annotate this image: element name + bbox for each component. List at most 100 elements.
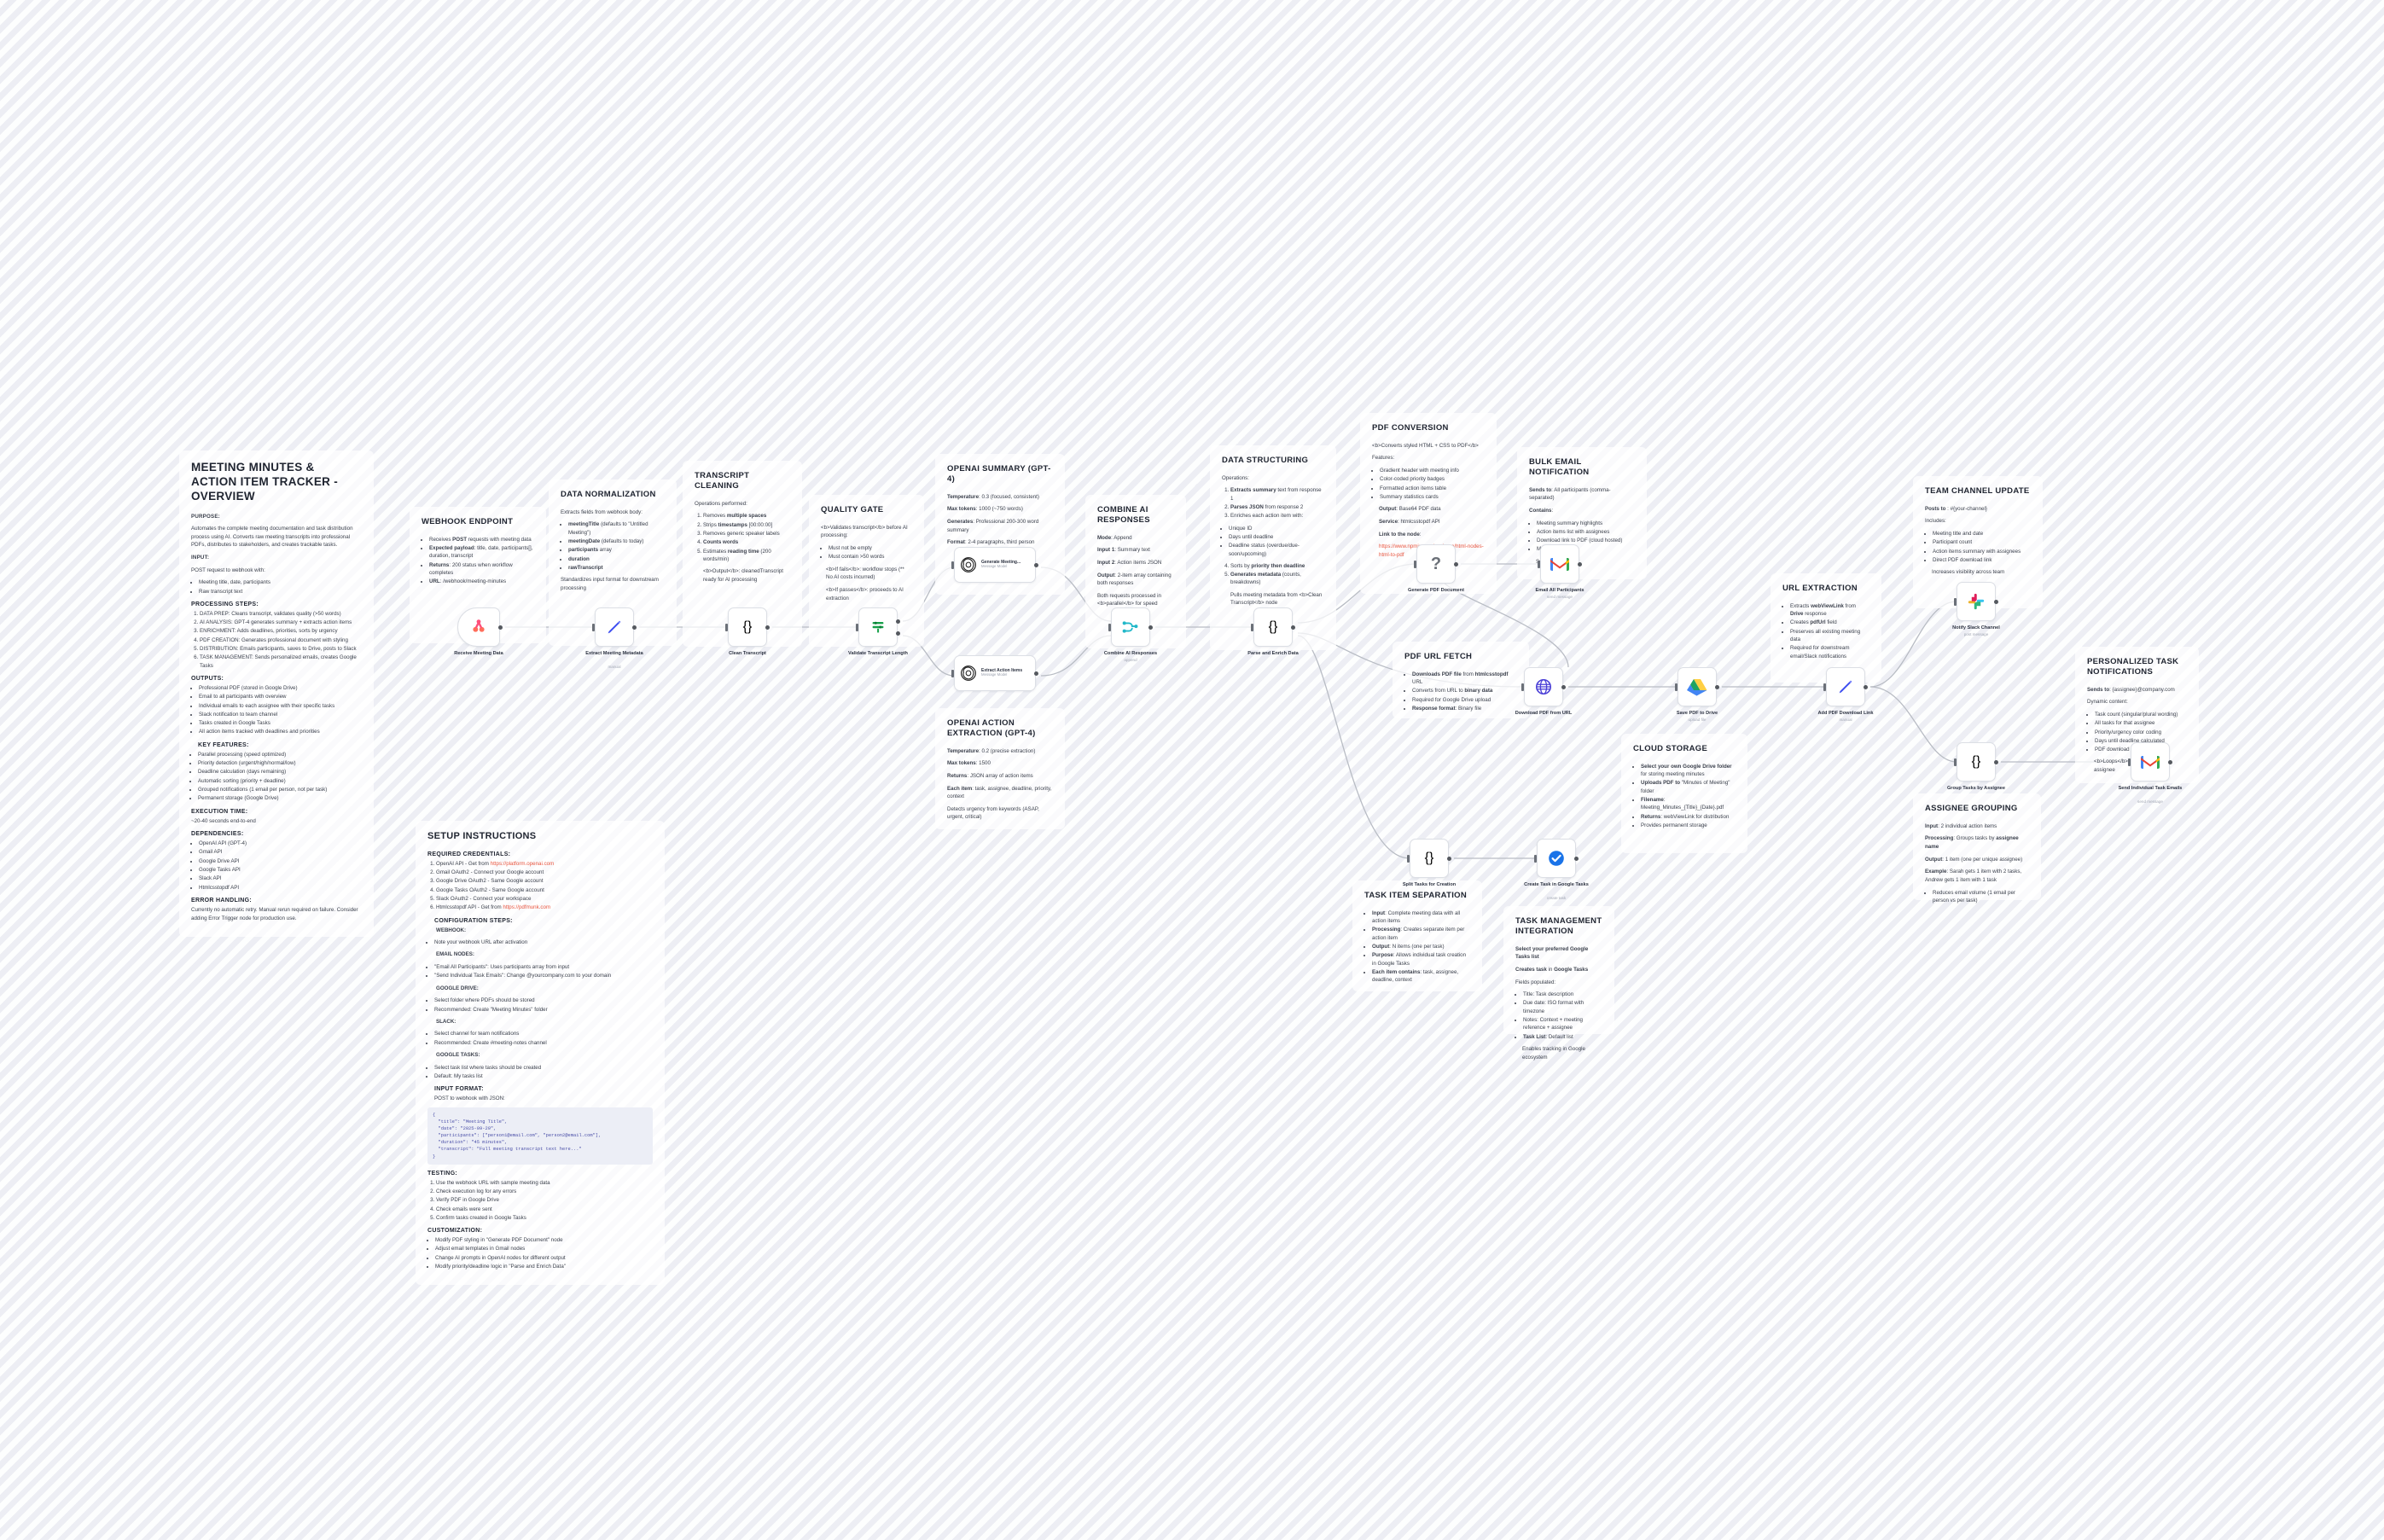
list-item: Deadline calculation (days remaining) [198,768,362,776]
node-input-port[interactable] [1675,683,1678,691]
node-output-port[interactable] [1994,599,1998,604]
node-inline-sublabel: Message Model [981,564,1008,569]
node-input-port[interactable] [1251,623,1253,631]
external-link[interactable]: https://platform.openai.com [490,860,555,867]
node-n1[interactable] [457,607,500,647]
config-group-items: Select folder where PDFs should be store… [427,997,653,1014]
gdrive-icon [1687,678,1707,696]
list-item: Input: Complete meeting data with all ac… [1372,909,1470,926]
list-item: Purpose: Allows individual task creation… [1372,951,1470,968]
detail-row: Creates task in Google Tasks [1515,966,1589,973]
node-n8[interactable]: {} [1253,607,1293,647]
config-group-head: GOOGLE DRIVE: [436,985,479,991]
note-setup-instructions: SETUP INSTRUCTIONS REQUIRED CREDENTIALS:… [416,821,665,1286]
node-input-port[interactable] [1407,854,1410,863]
setup-required-list: OpenAI API - Get from https://platform.o… [427,860,653,912]
node-input-port[interactable] [725,623,728,631]
pdfconv-title: PDF CONVERSION [1372,423,1449,433]
detail-row: Service: htmlcsstopdf API [1379,518,1440,525]
teamchannel-title: TEAM CHANNEL UPDATE [1925,486,2030,496]
detail-row: Format: 2-4 paragraphs, third person [947,539,1035,546]
node-input-port[interactable] [1108,623,1111,631]
node-input-port[interactable] [951,561,954,569]
node-input-port[interactable] [1954,758,1957,766]
node-input-port[interactable] [951,669,954,677]
list-item: Task count (singular/plural wording) [2095,711,2187,718]
node-output-port[interactable] [498,625,503,630]
node-output-port[interactable] [896,631,900,636]
note-assignee-grouping: ASSIGNEE GROUPING Input: 2 individual ac… [1913,793,2041,904]
list-item: Processing: Creates separate item per ac… [1372,926,1470,942]
node-sublabel: upload file [1688,718,1707,722]
node-output-port[interactable] [896,619,900,624]
node-n18[interactable] [1537,839,1576,878]
node-n7[interactable] [1111,607,1150,647]
node-output-port[interactable] [2168,759,2172,764]
node-output-port[interactable] [1578,561,1582,567]
node-input-port[interactable] [592,623,595,631]
node-input-port[interactable] [1521,683,1524,691]
setup-title: SETUP INSTRUCTIONS [427,831,537,841]
node-input-port[interactable] [856,623,858,631]
node-input-port[interactable] [1414,560,1416,568]
node-n15[interactable]: {} [1957,742,1996,782]
overview-purpose-label: PURPOSE: [191,513,220,520]
node-output-port[interactable] [1454,561,1458,567]
node-label: Create Task in Google Tasks [1524,882,1589,887]
detail-row: Each item: task, assignee, deadline, pri… [947,785,1052,800]
list-item: Default: My tasks list [434,1072,653,1080]
node-output-port[interactable] [1034,562,1038,567]
node-output-port[interactable] [632,625,637,630]
node-input-port[interactable] [1538,560,1540,568]
list-item: Preserves all existing meeting data [1790,628,1869,644]
teamchannel-items: Meeting title and dateParticipant countA… [1925,530,2031,564]
node-output-port[interactable] [1034,671,1038,676]
external-link[interactable]: https://pdfmunk.com [503,904,551,911]
node-label: Send Individual Task Emails [2118,786,2183,791]
node-n12[interactable] [1678,667,1717,706]
node-input-port[interactable] [1534,854,1537,863]
node-n11[interactable] [1524,667,1563,706]
config-group-head: SLACK: [436,1018,456,1025]
node-n16[interactable] [2131,742,2170,782]
list-item: OpenAI API (GPT-4) [199,840,362,847]
node-n4[interactable] [858,607,898,647]
node-label: Clean Transcript [729,651,766,656]
node-sublabel: send message [2137,799,2163,804]
pdfconv-items: Gradient header with meeting infoColor-c… [1372,467,1485,501]
node-n5[interactable]: Generate Meeting...Message Model [954,547,1036,583]
node-output-port[interactable] [1715,684,1719,689]
node-output-port[interactable] [1864,684,1868,689]
overview-errorhandling-label: ERROR HANDLING: [191,897,252,904]
node-n3[interactable]: {} [728,607,767,647]
list-item: Select your own Google Drive folder for … [1641,763,1736,779]
node-n17[interactable]: {} [1410,839,1449,878]
list-item: Use the webhook URL with sample meeting … [436,1179,653,1187]
node-output-port[interactable] [1574,856,1579,861]
list-item: Check execution log for any errors [436,1188,653,1195]
node-label: Save PDF to Drive [1676,711,1718,716]
node-output-port[interactable] [1994,759,1998,764]
node-output-port[interactable] [1561,684,1566,689]
node-n9[interactable]: ? [1416,544,1456,584]
node-input-port[interactable] [1823,683,1826,691]
node-output-port[interactable] [765,625,770,630]
node-output-port[interactable] [1447,856,1451,861]
list-item: OpenAI API - Get from https://platform.o… [436,860,653,868]
config-group-head: EMAIL NODES: [436,951,474,958]
node-output-port[interactable] [1148,625,1153,630]
node-n14[interactable] [1957,582,1996,621]
cloud-title: CLOUD STORAGE [1633,744,1708,753]
node-n10[interactable] [1540,544,1579,584]
node-output-port[interactable] [1291,625,1295,630]
list-item: URL: /webhook/meeting-minutes [429,578,534,585]
node-n2[interactable] [595,607,634,647]
note-transcript-cleaning: TRANSCRIPT CLEANING Operations performed… [683,461,802,647]
node-input-port[interactable] [2128,758,2131,766]
node-input-port[interactable] [1954,597,1957,606]
list-item: Parallel processing (speed optimized) [198,751,362,758]
list-item: Recommended: Create "Meeting Minutes" fo… [434,1006,653,1014]
node-n13[interactable] [1826,667,1865,706]
